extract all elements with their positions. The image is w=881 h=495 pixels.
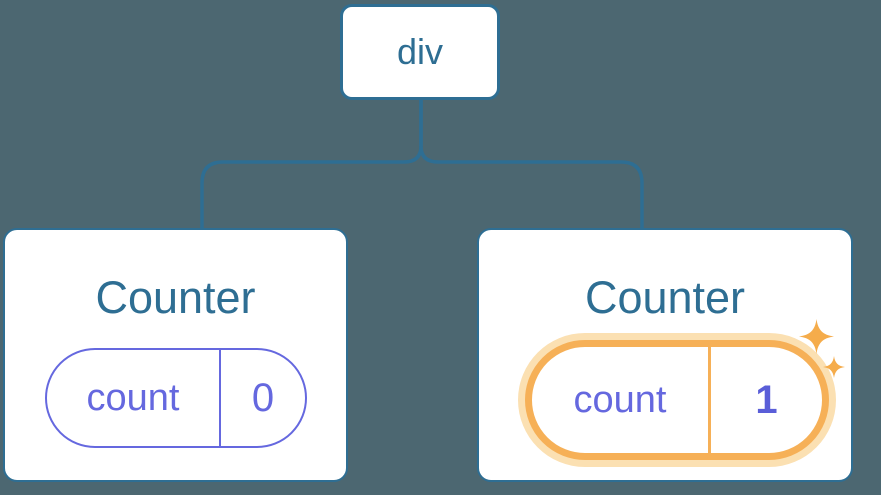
state-key-label: count	[86, 376, 180, 419]
pill-divider	[219, 350, 221, 446]
sparkle-icon	[823, 356, 845, 378]
component-title: Counter	[584, 272, 746, 323]
sparkle-icon	[799, 319, 834, 354]
state-pill-highlighted: count 1	[525, 340, 829, 460]
counter-card-left: Counter count 0	[3, 228, 348, 482]
connector-right-branch	[419, 100, 644, 228]
counter-card-right: Counter count 1	[477, 228, 853, 482]
state-key-label: count	[573, 378, 667, 421]
state-value: 1	[755, 377, 778, 422]
state-value: 0	[251, 375, 275, 420]
root-node-label: div	[396, 31, 444, 72]
state-pill: count 0	[45, 348, 307, 448]
root-node-div: div	[340, 4, 500, 100]
component-title: Counter	[95, 272, 256, 323]
pill-divider	[708, 347, 711, 453]
connector-left-branch	[200, 100, 423, 228]
